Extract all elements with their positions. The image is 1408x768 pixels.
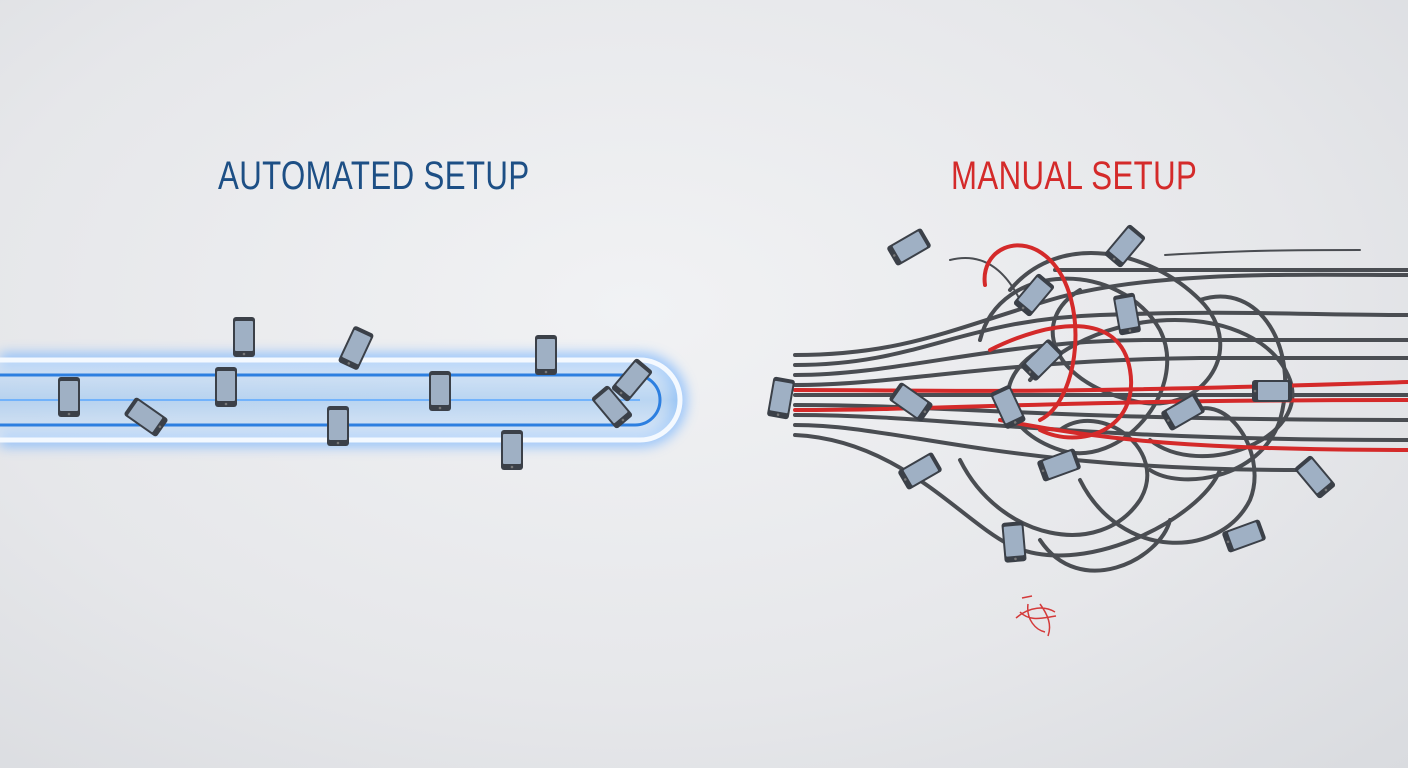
red-scribble xyxy=(1015,595,1057,637)
smartphone-icon xyxy=(886,227,932,267)
automated-conveyor-pipe xyxy=(0,353,687,447)
smartphone-icon xyxy=(58,377,80,417)
automated-setup-title: AUTOMATED SETUP xyxy=(218,154,530,198)
smartphone-icon xyxy=(215,367,237,407)
smartphone-icon xyxy=(501,430,523,470)
smartphone-icon xyxy=(327,406,349,446)
manual-setup-title: MANUAL SETUP xyxy=(951,154,1198,198)
smartphone-icon xyxy=(897,451,943,491)
smartphone-icon xyxy=(429,371,451,411)
smartphone-icon xyxy=(233,317,255,357)
smartphone-icon xyxy=(1001,521,1027,563)
smartphone-icon xyxy=(1036,447,1082,483)
smartphone-icon xyxy=(766,376,796,420)
smartphone-icon xyxy=(1293,454,1337,500)
smartphone-icon xyxy=(535,335,557,375)
tangled-cables xyxy=(793,243,1408,573)
smartphone-icon xyxy=(1252,380,1292,402)
